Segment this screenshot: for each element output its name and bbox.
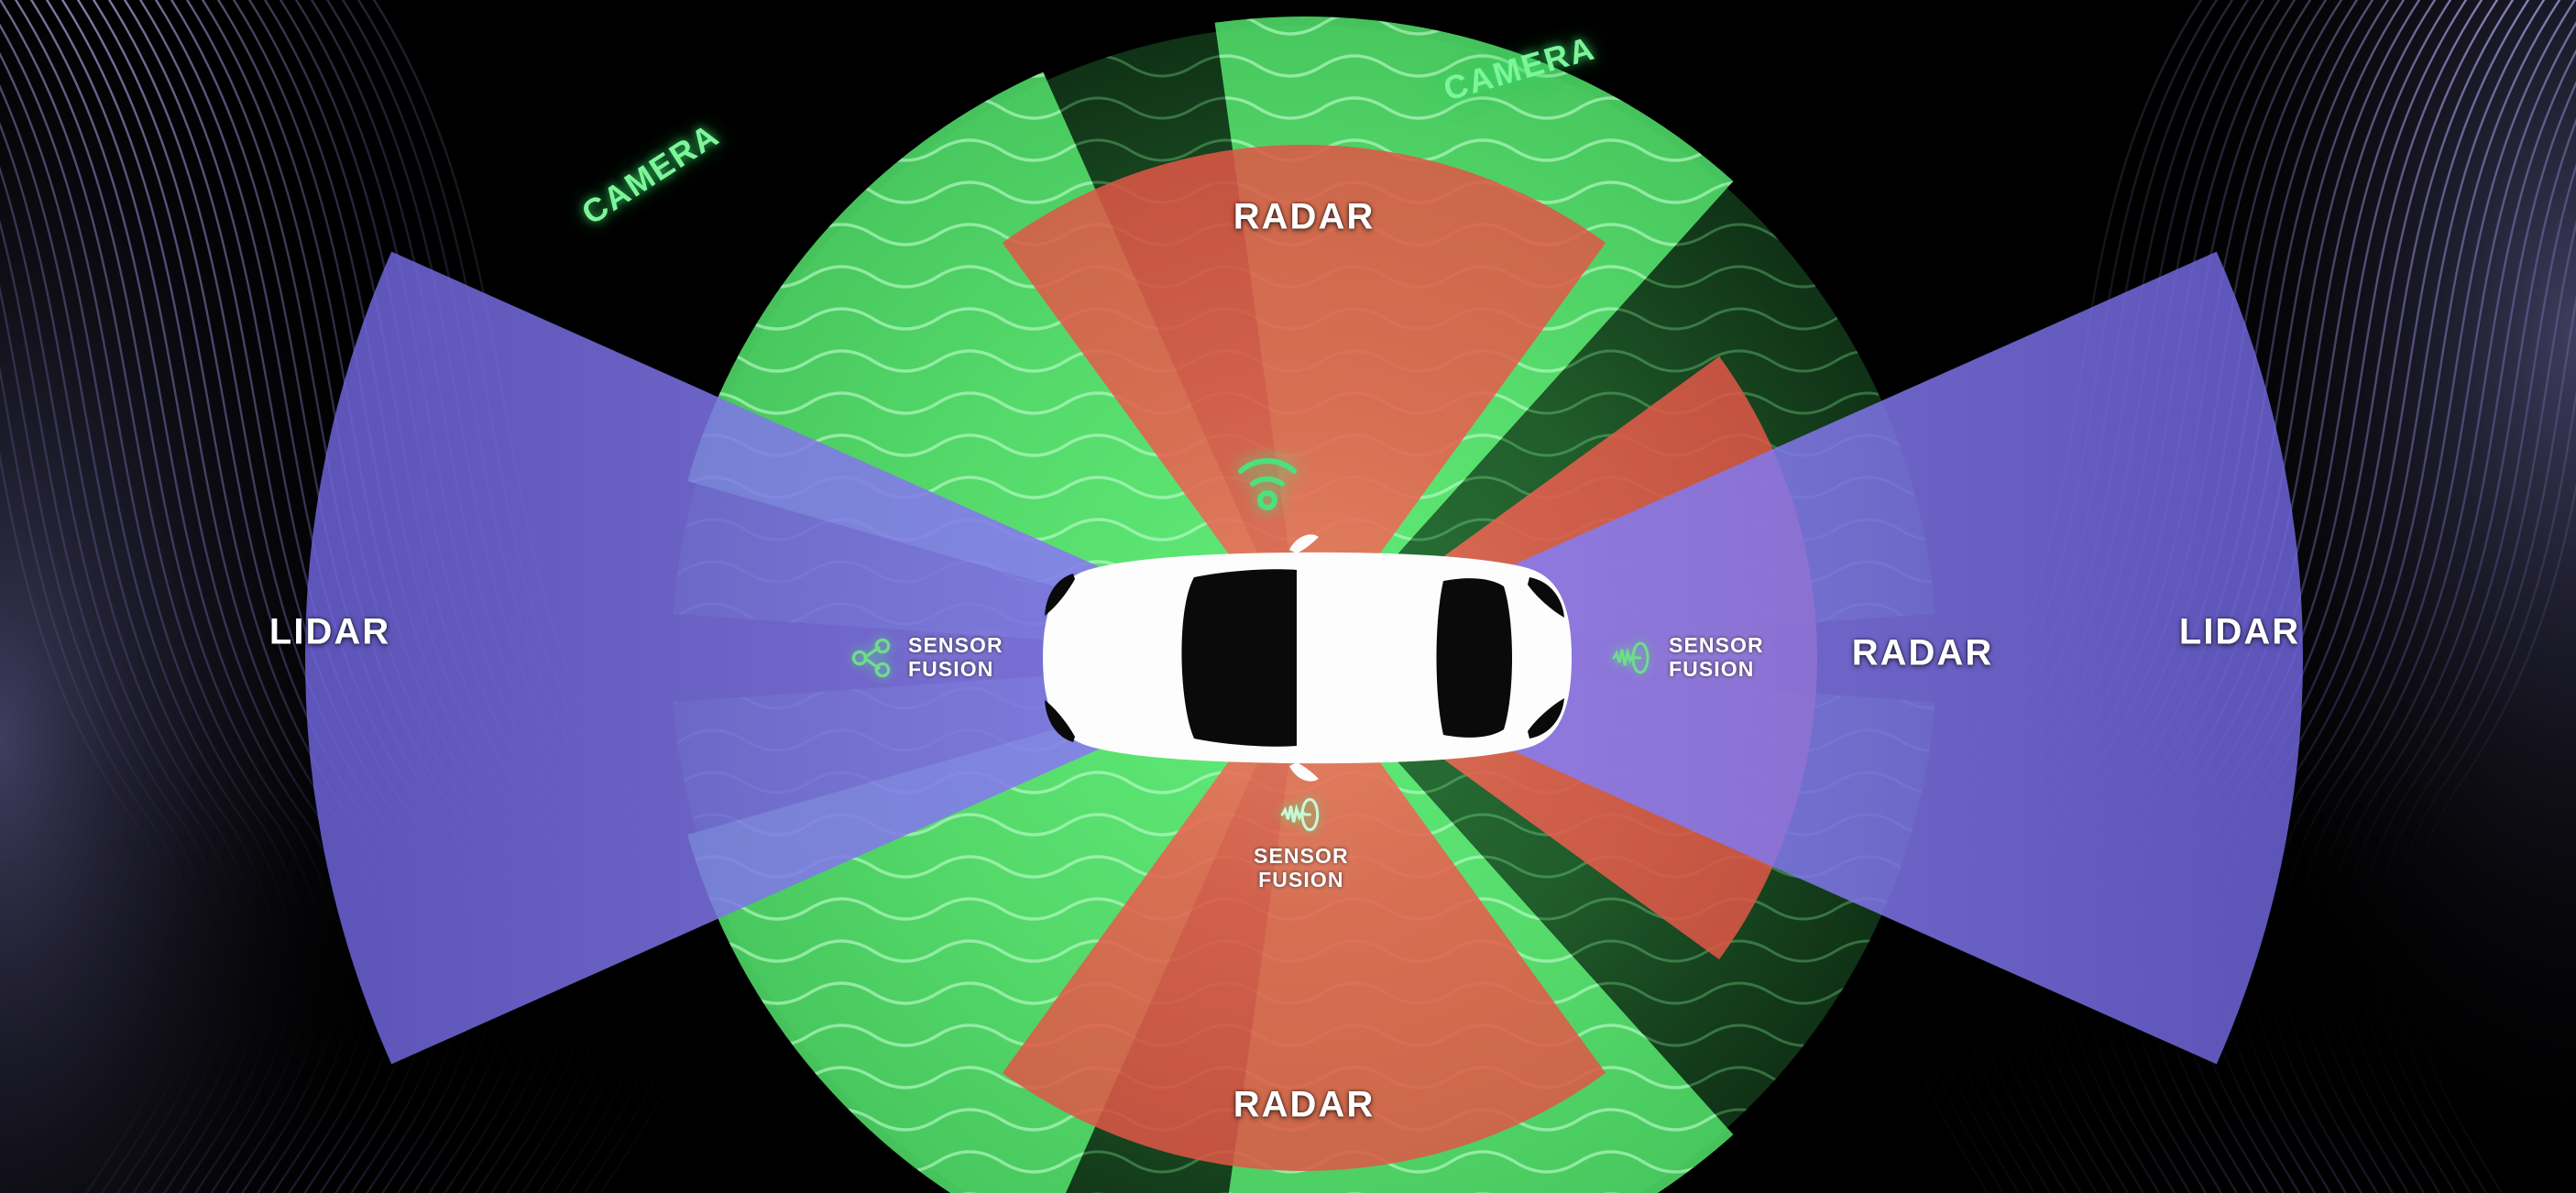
lidar-sectors [304,251,2304,1065]
wifi-icon [1238,458,1297,510]
vehicle-top-view [1043,534,1572,782]
